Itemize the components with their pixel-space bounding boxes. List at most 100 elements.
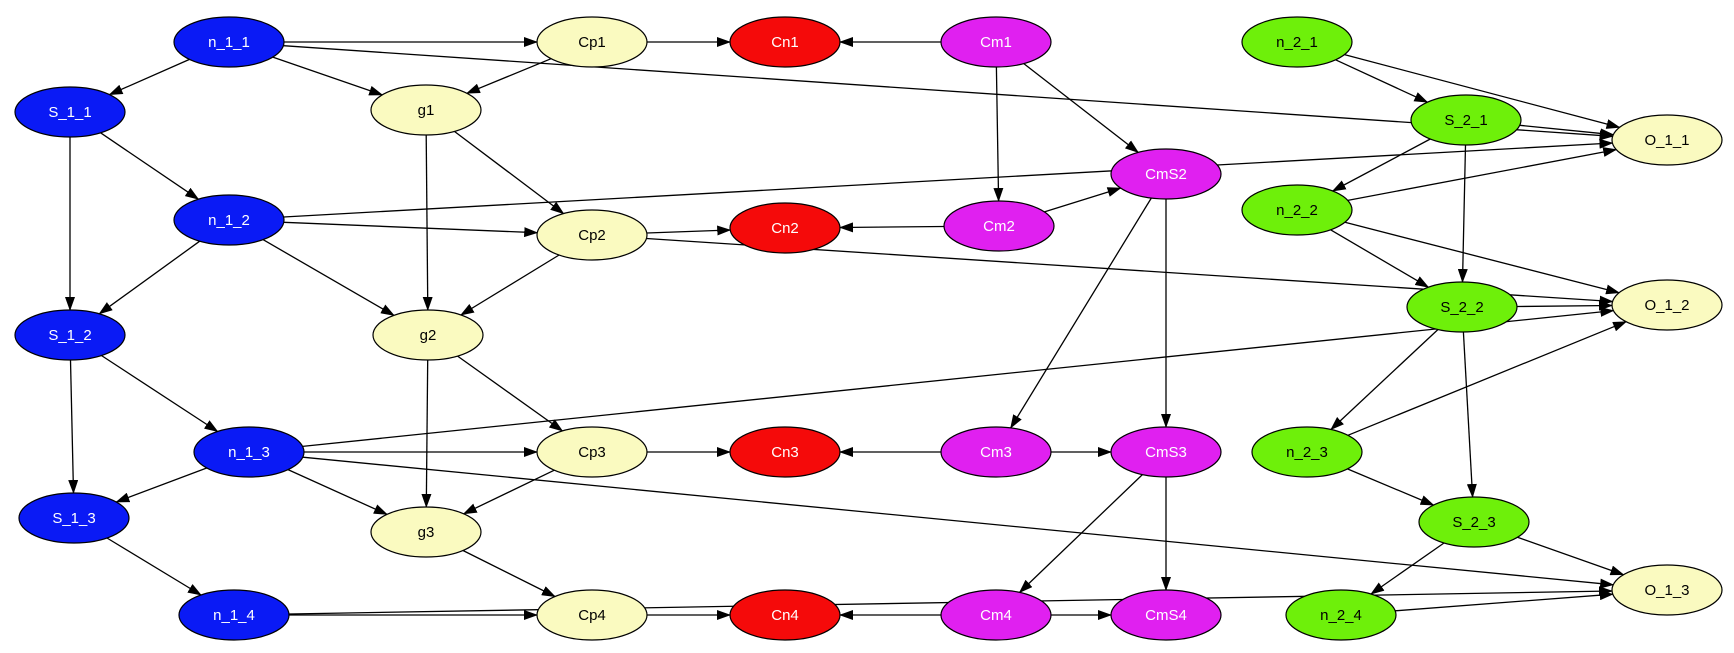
node-Cm1: Cm1 [940, 16, 1052, 68]
node-ellipse-CmS4 [1110, 589, 1222, 641]
node-g1: g1 [370, 84, 482, 136]
node-O_1_3: O_1_3 [1611, 564, 1723, 616]
edge-CmS3-to-Cm4 [1018, 474, 1143, 594]
node-ellipse-Cp3 [536, 426, 648, 478]
edge-S_2_3-to-O_1_3 [1517, 536, 1625, 576]
node-label-Cm3: Cm3 [980, 444, 1012, 461]
node-ellipse-g3 [370, 506, 482, 558]
node-n_1_3: n_1_3 [193, 426, 305, 478]
node-label-Cp1: Cp1 [578, 34, 606, 51]
node-ellipse-Cm3 [940, 426, 1052, 478]
node-g2: g2 [372, 309, 484, 361]
node-ellipse-Cm4 [940, 589, 1052, 641]
node-S_2_1: S_2_1 [1410, 94, 1522, 146]
edge-Cm1-to-Cm2 [993, 66, 1004, 202]
node-label-n_1_3: n_1_3 [228, 444, 270, 461]
node-ellipse-S_1_3 [18, 492, 130, 544]
node-Cm3: Cm3 [940, 426, 1052, 478]
node-label-n_2_1: n_2_1 [1276, 34, 1318, 51]
edge-g1-to-Cp2 [454, 130, 565, 215]
node-n_1_1: n_1_1 [173, 16, 285, 68]
node-n_2_2: n_2_2 [1241, 184, 1353, 236]
node-label-n_2_3: n_2_3 [1286, 444, 1328, 461]
node-label-Cm2: Cm2 [983, 218, 1015, 235]
node-ellipse-Cn1 [729, 16, 841, 68]
node-ellipse-n_2_2 [1241, 184, 1353, 236]
edge-n_1_3-to-g3 [287, 469, 388, 515]
edge-S_2_1-to-S_2_2 [1457, 144, 1468, 283]
edge-Cp2-to-Cn2 [646, 225, 732, 236]
edge-S_2_2-to-O_1_2 [1516, 300, 1613, 311]
edge-Cp2-to-g2 [460, 254, 560, 316]
edge-g3-to-Cp4 [462, 549, 556, 598]
node-ellipse-S_2_2 [1406, 281, 1518, 333]
node-label-S_2_3: S_2_3 [1452, 514, 1495, 531]
node-label-g2: g2 [420, 327, 437, 344]
node-label-CmS2: CmS2 [1145, 166, 1187, 183]
node-ellipse-Cn3 [729, 426, 841, 478]
edge-n_1_1-to-S_1_1 [108, 58, 190, 96]
node-n_2_3: n_2_3 [1251, 426, 1363, 478]
node-label-O_1_2: O_1_2 [1644, 297, 1689, 314]
node-S_1_3: S_1_3 [18, 492, 130, 544]
node-Cp4: Cp4 [536, 589, 648, 641]
node-label-Cm1: Cm1 [980, 34, 1012, 51]
edge-Cp3-to-g3 [462, 469, 555, 515]
node-label-n_1_4: n_1_4 [213, 607, 255, 624]
node-n_2_1: n_2_1 [1241, 16, 1353, 68]
edge-S_1_3-to-n_1_4 [106, 537, 202, 596]
node-CmS2: CmS2 [1110, 148, 1222, 200]
edge-S_1_2-to-S_1_3 [68, 359, 79, 494]
node-ellipse-n_1_2 [173, 194, 285, 246]
edge-n_1_3-to-O_1_2 [302, 306, 1615, 448]
node-Cp2: Cp2 [536, 209, 648, 261]
node-label-O_1_1: O_1_1 [1644, 132, 1689, 149]
edge-Cm2-to-Cn2 [839, 222, 945, 233]
node-ellipse-Cn2 [729, 202, 841, 254]
edges-layer [65, 37, 1628, 620]
edge-n_2_4-to-O_1_3 [1395, 590, 1614, 612]
edge-n_2_2-to-S_2_2 [1330, 229, 1430, 288]
node-ellipse-O_1_2 [1611, 279, 1723, 331]
node-ellipse-g2 [372, 309, 484, 361]
edge-Cp1-to-g1 [465, 58, 552, 94]
node-label-Cm4: Cm4 [980, 607, 1012, 624]
edge-g1-to-g2 [422, 134, 433, 311]
node-ellipse-g1 [370, 84, 482, 136]
edge-S_2_2-to-S_2_3 [1462, 331, 1477, 498]
node-label-Cn2: Cn2 [771, 220, 799, 237]
node-label-S_1_3: S_1_3 [52, 510, 95, 527]
node-g3: g3 [370, 506, 482, 558]
node-Cn1: Cn1 [729, 16, 841, 68]
edge-S_2_2-to-n_2_3 [1330, 329, 1439, 431]
edge-n_2_1-to-S_2_1 [1335, 59, 1429, 103]
node-ellipse-Cm2 [943, 200, 1055, 252]
node-label-CmS3: CmS3 [1145, 444, 1187, 461]
node-label-Cn3: Cn3 [771, 444, 799, 461]
node-ellipse-n_2_3 [1251, 426, 1363, 478]
node-CmS4: CmS4 [1110, 589, 1222, 641]
node-O_1_1: O_1_1 [1611, 114, 1723, 166]
edge-n_2_1-to-O_1_1 [1344, 53, 1621, 129]
node-ellipse-Cp4 [536, 589, 648, 641]
edge-S_1_2-to-n_1_3 [101, 354, 219, 433]
node-label-g3: g3 [418, 524, 435, 541]
node-ellipse-Cp1 [536, 16, 648, 68]
edge-n_1_1-to-O_1_1 [283, 45, 1614, 141]
edge-n_1_2-to-g2 [262, 239, 395, 316]
edge-CmS2-to-Cm3 [1010, 197, 1152, 429]
node-label-S_2_2: S_2_2 [1440, 299, 1483, 316]
node-Cm2: Cm2 [943, 200, 1055, 252]
node-ellipse-O_1_1 [1611, 114, 1723, 166]
edge-n_1_2-to-S_1_2 [98, 240, 201, 315]
node-label-CmS4: CmS4 [1145, 607, 1187, 624]
node-label-n_1_2: n_1_2 [208, 212, 250, 229]
node-label-O_1_3: O_1_3 [1644, 582, 1689, 599]
nodes-layer: n_1_1S_1_1n_1_2S_1_2n_1_3S_1_3n_1_4g1g2g… [14, 16, 1723, 641]
node-Cp3: Cp3 [536, 426, 648, 478]
node-ellipse-n_1_1 [173, 16, 285, 68]
node-ellipse-CmS2 [1110, 148, 1222, 200]
edge-S_2_3-to-n_2_4 [1370, 542, 1445, 595]
node-S_1_1: S_1_1 [14, 86, 126, 138]
